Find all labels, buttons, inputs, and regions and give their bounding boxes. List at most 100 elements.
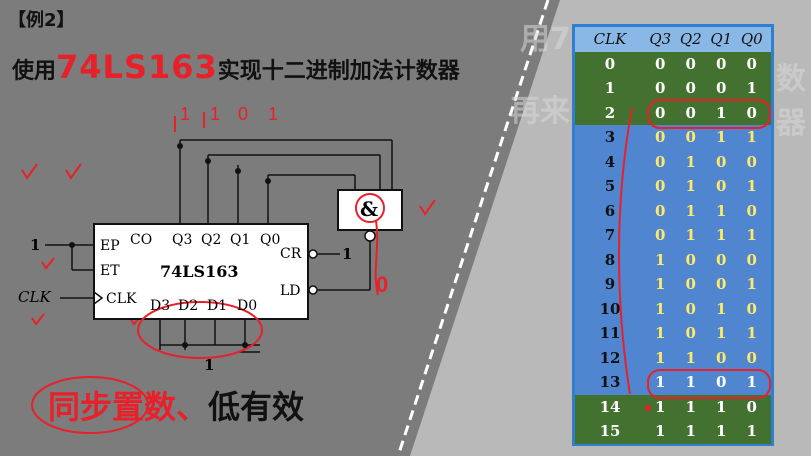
bit-cell: 0 bbox=[655, 177, 666, 196]
bit-cell: 1 bbox=[685, 152, 696, 171]
bit-cell: 0 bbox=[655, 103, 666, 122]
row-clk: 8 bbox=[604, 250, 616, 269]
bit-cell: 0 bbox=[716, 152, 727, 171]
row-clk: 11 bbox=[599, 324, 621, 343]
caption-red-part: 同步置数、 bbox=[48, 388, 209, 426]
q0-value-annotation: 1 bbox=[268, 104, 279, 124]
bit-cell: 0 bbox=[746, 299, 757, 318]
bit-cell: 0 bbox=[716, 275, 727, 294]
bit-cell: 1 bbox=[746, 128, 757, 147]
bit-cell: 0 bbox=[746, 201, 757, 220]
header-q3: Q3 bbox=[649, 30, 672, 49]
bit-cell: 0 bbox=[655, 128, 666, 147]
right-pin-cr: CR bbox=[280, 246, 302, 262]
top-pin-q2: Q2 bbox=[201, 232, 222, 248]
row-clk: 7 bbox=[604, 226, 616, 245]
circuit-diagram bbox=[21, 112, 436, 434]
row-clk: 14 bbox=[599, 397, 621, 416]
row-clk: 10 bbox=[599, 299, 621, 318]
bit-cell: 0 bbox=[746, 103, 757, 122]
bit-cell: 0 bbox=[746, 152, 757, 171]
bit-cell: 0 bbox=[716, 373, 727, 392]
row-clk: 6 bbox=[604, 201, 616, 220]
bit-cell: 1 bbox=[655, 373, 666, 392]
cr-input-value: 1 bbox=[342, 245, 353, 263]
header-q1: Q1 bbox=[710, 30, 733, 49]
top-pin-q3: Q3 bbox=[172, 232, 193, 248]
table-header-row: CLK Q3 Q2 Q1 Q0 bbox=[575, 27, 771, 52]
bit-cell: 1 bbox=[716, 299, 727, 318]
chip-body bbox=[93, 223, 309, 320]
chip-labels: CO Q3 Q2 Q1 Q0 EP ET CLK 74LS163 CR LD D… bbox=[18, 104, 388, 374]
row-clk: 2 bbox=[604, 103, 616, 122]
ep-input-value: 1 bbox=[30, 236, 41, 254]
bottom-pin-d2: D2 bbox=[178, 298, 199, 314]
header-bits: Q3 Q2 Q1 Q0 bbox=[645, 30, 771, 48]
nand-gate bbox=[337, 189, 403, 231]
bit-cell: 1 bbox=[716, 103, 727, 122]
data-input-value: 1 bbox=[204, 356, 215, 374]
left-pin-clk: CLK bbox=[106, 291, 137, 307]
bottom-pin-d3: D3 bbox=[150, 298, 171, 314]
title-prefix: 使用 bbox=[12, 59, 57, 84]
top-pin-q1: Q1 bbox=[230, 232, 251, 248]
title-suffix: 实现十二进制加法计数器 bbox=[217, 59, 460, 84]
bit-cell: 0 bbox=[685, 250, 696, 269]
bit-cell: 0 bbox=[685, 324, 696, 343]
bit-cell: 1 bbox=[655, 348, 666, 367]
q2-value-annotation: 1 bbox=[210, 104, 221, 124]
bit-cell: 0 bbox=[716, 348, 727, 367]
caption: 同步置数、低有效 bbox=[48, 382, 304, 428]
row-clk: 12 bbox=[599, 348, 621, 367]
bit-cell: 1 bbox=[716, 201, 727, 220]
chip-name: 74LS163 bbox=[160, 262, 239, 281]
bit-cell: 1 bbox=[716, 128, 727, 147]
bit-cell: 1 bbox=[685, 177, 696, 196]
bit-cell: 0 bbox=[685, 275, 696, 294]
bit-cell: 0 bbox=[716, 250, 727, 269]
bottom-pin-d0: D0 bbox=[237, 298, 258, 314]
bit-cell: 0 bbox=[685, 103, 696, 122]
left-pin-ep: EP bbox=[100, 238, 120, 254]
row-clk: 0 bbox=[604, 54, 616, 73]
faded-text-line1: 用7 bbox=[520, 22, 571, 57]
clk-input-label: CLK bbox=[18, 288, 51, 306]
row-clk: 1 bbox=[604, 79, 616, 98]
bit-cell: 1 bbox=[655, 299, 666, 318]
left-pin-et: ET bbox=[100, 263, 120, 279]
bit-cell: 1 bbox=[655, 422, 666, 441]
bit-cell: 1 bbox=[655, 250, 666, 269]
gate-symbol: & bbox=[360, 197, 379, 221]
bit-cell: 0 bbox=[716, 54, 727, 73]
bit-cell: 1 bbox=[716, 422, 727, 441]
bit-cell: 0 bbox=[655, 152, 666, 171]
bit-cell: 0 bbox=[716, 177, 727, 196]
row-clk: 3 bbox=[604, 128, 616, 147]
bit-cell: 1 bbox=[685, 397, 696, 416]
slide-title: 使用74LS163实现十二进制加法计数器 bbox=[12, 48, 460, 86]
bit-cell: 0 bbox=[746, 397, 757, 416]
bit-cell: 1 bbox=[746, 226, 757, 245]
